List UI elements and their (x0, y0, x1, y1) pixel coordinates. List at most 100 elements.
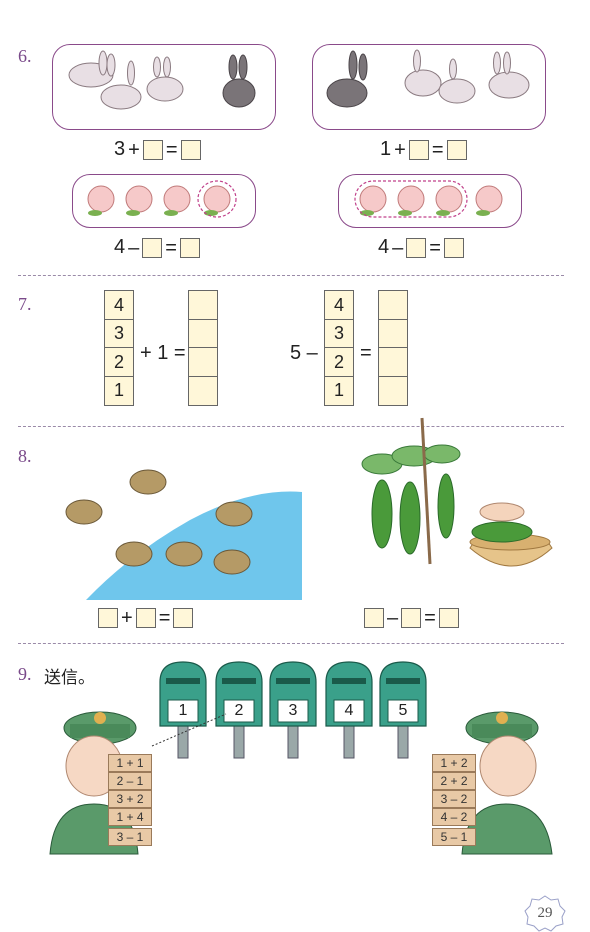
eq-8a-equals: = (158, 607, 171, 629)
answer-box[interactable] (98, 608, 118, 628)
envelope[interactable]: 3 – 2 (432, 790, 476, 808)
plus-one-equals: + 1 = (140, 342, 186, 364)
page-number: 29 (537, 904, 553, 921)
eq-6b-plus: + (394, 138, 406, 161)
peaches-illustration-left (87, 180, 237, 218)
equation-6d: 4 – = (378, 236, 464, 259)
eq-6c-equals: = (165, 236, 177, 259)
envelope-expression: 4 – 2 (440, 810, 468, 824)
answer-cell[interactable] (188, 375, 218, 406)
envelope-expression: 2 + 2 (440, 774, 468, 788)
envelope-expression: 3 + 2 (116, 792, 144, 806)
answer-box[interactable] (173, 608, 194, 628)
section-divider (18, 426, 564, 427)
answer-box[interactable] (446, 139, 467, 160)
answer-cell[interactable] (188, 290, 218, 320)
answer-box[interactable] (179, 237, 200, 258)
column-cell: 3 (104, 318, 134, 349)
subtrahend-column: 4 3 2 1 (324, 290, 354, 406)
mailbox-number: 4 (344, 702, 354, 719)
answer-box[interactable] (406, 237, 427, 258)
answer-cell[interactable] (188, 347, 218, 377)
mailbox-number: 2 (234, 702, 244, 719)
answer-box[interactable] (408, 139, 429, 160)
mailbox: 3 (268, 660, 318, 763)
rabbits-illustration-left (68, 50, 256, 110)
eq-6a-equals: = (165, 138, 178, 161)
rabbits-panel-right (312, 44, 546, 130)
equation-8b: – = (364, 608, 459, 628)
eq-6b-number: 1 (380, 138, 392, 160)
section-divider (18, 643, 564, 644)
eq-6d-minus: – (392, 236, 404, 259)
eq-8a-plus: + (121, 607, 133, 629)
cucumber-illustration (361, 417, 553, 567)
difference-answer-column (378, 290, 408, 406)
envelope[interactable]: 3 – 1 (108, 828, 152, 846)
eq-6c-number: 4 (114, 236, 126, 258)
sum-answer-column (188, 290, 218, 406)
column-cell: 4 (104, 290, 134, 320)
peaches-panel-right (338, 174, 522, 228)
envelope[interactable]: 2 – 1 (108, 772, 152, 790)
question-6-number: 6. (18, 46, 32, 66)
mailbox: 5 (378, 660, 428, 763)
addend-column: 4 3 2 1 (104, 290, 134, 406)
question-9-title: 送信。 (44, 668, 95, 688)
envelope-expression: 3 – 1 (116, 830, 144, 844)
crabs-illustration (65, 469, 302, 600)
mailbox: 2 (214, 660, 264, 763)
envelope[interactable]: 3 + 2 (108, 790, 152, 808)
mailbox: 4 (324, 660, 374, 763)
mailbox: 1 (158, 660, 208, 763)
answer-box[interactable] (438, 608, 459, 628)
answer-box[interactable] (401, 608, 422, 628)
mailbox-number: 3 (288, 702, 298, 719)
answer-box[interactable] (142, 139, 163, 160)
equation-6a: 3 + = (114, 138, 201, 161)
eq-6d-equals: = (429, 236, 441, 259)
equals-sign: = (360, 342, 372, 364)
mailbox-number: 1 (178, 702, 188, 719)
envelope-expression: 5 – 1 (440, 830, 468, 844)
equation-8a: + = (98, 607, 194, 629)
answer-box[interactable] (364, 608, 384, 628)
section-divider (18, 275, 564, 276)
eq-6a-number: 3 (114, 138, 126, 160)
envelope[interactable]: 1 + 1 (108, 754, 152, 772)
five-minus: 5 – (290, 342, 318, 364)
envelope-expression: 3 – 2 (440, 792, 468, 806)
answer-cell[interactable] (188, 318, 218, 349)
rabbits-illustration-right (326, 49, 530, 108)
answer-box[interactable] (180, 139, 201, 160)
answer-cell[interactable] (378, 290, 408, 320)
answer-box[interactable] (135, 608, 156, 628)
question-9-number: 9. (18, 664, 32, 684)
question-7-number: 7. (18, 294, 32, 314)
page-number-badge (524, 895, 566, 932)
answer-box[interactable] (443, 237, 464, 258)
column-cell: 1 (324, 375, 354, 406)
peaches-panel-left (72, 174, 256, 228)
eq-6b-equals: = (431, 138, 444, 161)
envelope[interactable]: 1 + 2 (432, 754, 476, 772)
envelope[interactable]: 5 – 1 (432, 828, 476, 846)
eq-6a-plus: + (128, 138, 140, 161)
eq-6d-number: 4 (378, 236, 390, 258)
envelope[interactable]: 1 + 4 (108, 808, 152, 826)
column-cell: 4 (324, 290, 354, 320)
rabbits-panel-left (52, 44, 276, 130)
column-cell: 2 (104, 347, 134, 377)
envelope[interactable]: 4 – 2 (432, 808, 476, 826)
equation-6c: 4 – = (114, 236, 200, 259)
answer-cell[interactable] (378, 347, 408, 377)
answer-box[interactable] (142, 237, 163, 258)
postman-right-illustration (461, 711, 553, 855)
peaches-illustration-right (354, 180, 503, 218)
mailbox-number: 5 (398, 702, 408, 719)
envelope[interactable]: 2 + 2 (432, 772, 476, 790)
envelope-expression: 1 + 1 (116, 756, 144, 770)
answer-cell[interactable] (378, 375, 408, 406)
eq-8b-minus: – (387, 607, 399, 629)
answer-cell[interactable] (378, 318, 408, 349)
